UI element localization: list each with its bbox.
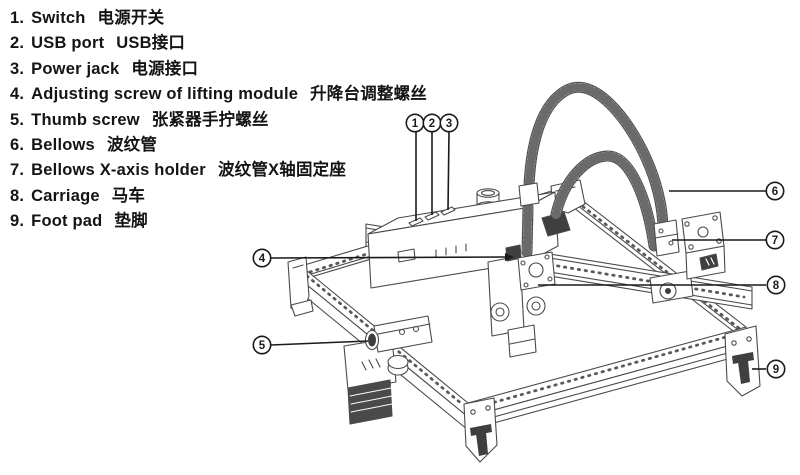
legend-item-english: Power jack xyxy=(31,59,120,78)
legend-item-number: 1. xyxy=(10,9,25,27)
callout-3: 3 xyxy=(439,113,459,211)
legend-item: 1. Switch 电源开关 xyxy=(10,6,427,31)
bellows-connector xyxy=(518,182,540,207)
legend-item-english: Foot pad xyxy=(31,212,103,231)
svg-text:7: 7 xyxy=(772,235,778,247)
legend-item-english: Adjusting screw of lifting module xyxy=(31,85,299,104)
callout-1: 1 xyxy=(405,113,425,221)
belt-tensioner xyxy=(343,315,433,425)
front-foot-pad xyxy=(463,397,498,463)
legend-item: 7. Bellows X-axis holder 波纹管X轴固定座 xyxy=(10,158,427,183)
callout-6: 6 xyxy=(669,181,785,201)
legend-item-number: 9. xyxy=(10,212,25,231)
legend-item-english: USB port xyxy=(31,34,105,53)
legend-item: 3. Power jack 电源接口 xyxy=(10,57,427,82)
legend-item: 6. Bellows 波纹管 xyxy=(10,133,427,158)
legend-item-english: Bellows X-axis holder xyxy=(31,161,206,180)
carriage-wheel xyxy=(490,302,510,322)
svg-text:4: 4 xyxy=(259,253,266,265)
parts-legend: 1. Switch 电源开关 2. USB port USB接口 3. Power jac… xyxy=(10,6,427,235)
callout-9: 9 xyxy=(752,359,786,379)
legend-item: 5. Thumb screw 张紧器手拧螺丝 xyxy=(10,108,427,133)
legend-item-chinese: 垫脚 xyxy=(114,212,148,231)
legend-item-number: 2. xyxy=(10,34,25,53)
callout-7: 7 xyxy=(672,230,785,250)
legend-item-number: 7. xyxy=(10,161,25,180)
legend-item-chinese: 波纹管X轴固定座 xyxy=(217,161,347,180)
legend-item: 4. Adjusting screw of lifting module 升降台调整… xyxy=(10,82,427,107)
carriage xyxy=(487,244,556,358)
right-foot-pad xyxy=(724,325,761,397)
gantry-right-assembly xyxy=(649,211,726,304)
legend-item-number: 3. xyxy=(10,59,25,78)
legend-item-number: 6. xyxy=(10,135,25,154)
svg-text:8: 8 xyxy=(773,280,780,292)
callouts: 1 2 3 4 5 xyxy=(252,113,786,379)
legend-item-english: Bellows xyxy=(31,135,95,154)
callout-4: 4 xyxy=(252,248,514,268)
svg-text:2: 2 xyxy=(429,118,435,130)
legend-item-chinese: 电源开关 xyxy=(97,9,165,27)
bellows-tubes xyxy=(518,81,669,258)
svg-text:1: 1 xyxy=(412,118,419,130)
legend-item-chinese: 波纹管 xyxy=(106,135,158,154)
legend-item-english: Carriage xyxy=(31,186,100,205)
svg-text:3: 3 xyxy=(446,118,452,130)
legend-item-number: 5. xyxy=(10,110,25,129)
legend-item-chinese: 电源接口 xyxy=(131,59,199,78)
legend-item-english: Thumb screw xyxy=(31,110,140,129)
svg-text:5: 5 xyxy=(259,340,266,352)
legend-item-chinese: 升降台调整螺丝 xyxy=(310,85,428,104)
callout-5: 5 xyxy=(252,335,369,355)
callout-2: 2 xyxy=(422,113,442,215)
legend-item-english: Switch xyxy=(31,9,86,27)
logo-badge xyxy=(699,253,719,271)
svg-text:6: 6 xyxy=(772,186,778,198)
x-motor xyxy=(681,211,725,254)
y-motor xyxy=(347,379,393,425)
legend-item-chinese: USB接口 xyxy=(116,34,186,53)
callout-8: 8 xyxy=(538,275,786,295)
legend-item-chinese: 张紧器手拧螺丝 xyxy=(151,110,269,129)
legend-item: 9. Foot pad 垫脚 xyxy=(10,209,427,234)
legend-item: 8. Carriage 马车 xyxy=(10,184,427,209)
carriage-wheel xyxy=(526,296,546,316)
legend-item-number: 4. xyxy=(10,85,25,104)
legend-item: 2. USB port USB接口 xyxy=(10,31,427,56)
legend-item-number: 8. xyxy=(10,186,25,205)
svg-text:9: 9 xyxy=(773,364,779,376)
legend-item-chinese: 马车 xyxy=(111,186,146,205)
